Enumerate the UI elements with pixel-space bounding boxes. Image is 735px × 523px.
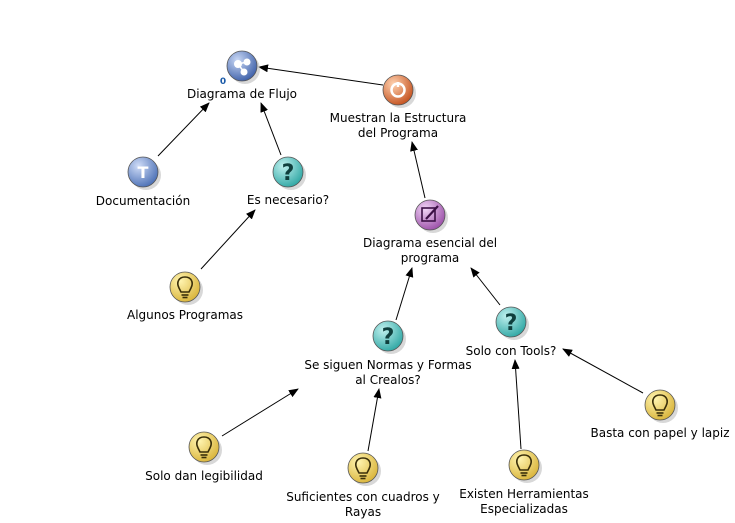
link-algunos-to-esnecesario[interactable] xyxy=(200,209,256,270)
node-badge: 0 xyxy=(220,77,226,87)
node-label-flujo[interactable]: Diagrama de Flujo xyxy=(186,87,298,101)
link-muestran-to-flujo[interactable] xyxy=(258,64,384,86)
link-esencial-to-muestran[interactable] xyxy=(410,141,426,199)
node-label-legibilidad[interactable]: Solo dan legibilidad xyxy=(145,469,263,483)
idea-icon[interactable] xyxy=(508,449,542,483)
question-icon[interactable]: ? xyxy=(372,320,406,354)
decision-icon[interactable] xyxy=(414,199,448,233)
con-icon[interactable] xyxy=(382,74,416,108)
idea-icon[interactable] xyxy=(188,431,222,465)
link-papel-to-tools[interactable] xyxy=(562,348,644,394)
link-legibilidad-to-normas[interactable] xyxy=(221,388,299,437)
idea-icon[interactable] xyxy=(347,452,381,486)
links-layer xyxy=(157,64,644,452)
svg-text:?: ? xyxy=(505,311,518,336)
svg-text:T: T xyxy=(138,163,149,182)
map-icon[interactable] xyxy=(226,50,260,84)
link-cuadros-to-normas[interactable] xyxy=(367,388,382,452)
node-label-papel[interactable]: Basta con papel y lapiz xyxy=(590,426,730,440)
svg-text:?: ? xyxy=(282,161,295,186)
node-label-algunos[interactable]: Algunos Programas xyxy=(126,308,244,322)
node-label-muestran[interactable]: Muestran la Estructura del Programa xyxy=(329,111,467,140)
link-tools-to-esencial[interactable] xyxy=(470,267,501,306)
icons-layer: 0T??? xyxy=(127,50,678,486)
svg-text:?: ? xyxy=(382,325,395,350)
node-label-documentacion[interactable]: Documentación xyxy=(95,194,191,208)
node-label-esnecesario[interactable]: Es necesario? xyxy=(246,193,330,207)
reference-icon[interactable]: T xyxy=(127,156,161,190)
node-label-cuadros[interactable]: Suficientes con cuadros y Rayas xyxy=(286,490,440,519)
link-herramientas-to-tools[interactable] xyxy=(511,359,522,450)
link-documentacion-to-flujo[interactable] xyxy=(157,102,210,157)
link-normas-to-esencial[interactable] xyxy=(395,267,414,321)
question-icon[interactable]: ? xyxy=(272,156,306,190)
node-label-normas[interactable]: Se siguen Normas y Formas al Crealos? xyxy=(304,358,472,387)
node-label-esencial[interactable]: Diagrama esencial del programa xyxy=(362,236,498,265)
link-esnecesario-to-flujo[interactable] xyxy=(260,102,282,156)
question-icon[interactable]: ? xyxy=(495,306,529,340)
idea-icon[interactable] xyxy=(644,389,678,423)
idea-icon[interactable] xyxy=(169,271,203,305)
node-label-herramientas[interactable]: Existen Herramientas Especializadas xyxy=(459,487,589,516)
node-label-tools[interactable]: Solo con Tools? xyxy=(465,344,557,358)
